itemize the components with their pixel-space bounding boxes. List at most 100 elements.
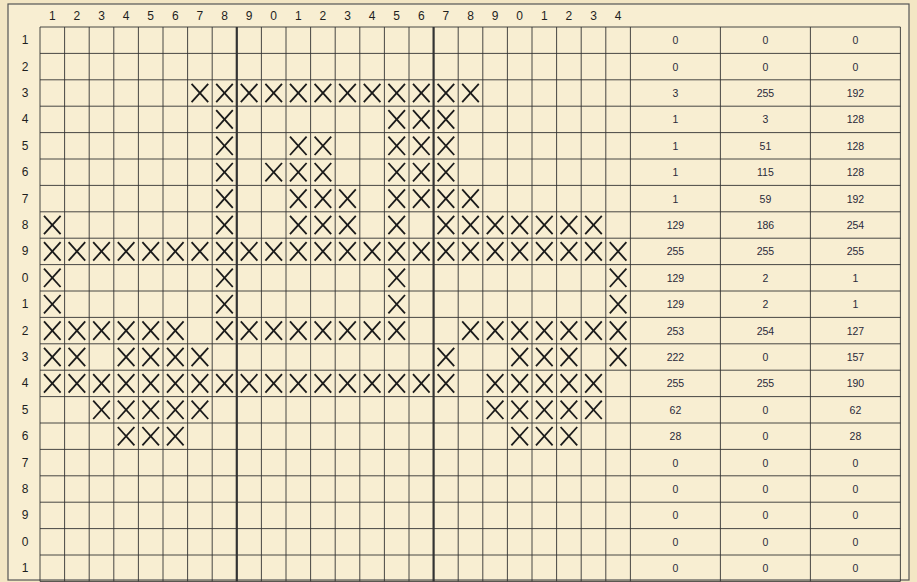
column-number: 3 xyxy=(98,10,105,22)
byte-value: 0 xyxy=(672,510,678,521)
cross-mark xyxy=(388,321,405,339)
grid-line xyxy=(40,502,900,503)
cross-mark xyxy=(192,242,209,260)
cross-mark xyxy=(413,137,430,155)
cross-mark xyxy=(364,374,381,392)
cross-mark xyxy=(413,189,430,207)
byte-value: 0 xyxy=(672,563,678,574)
byte-value: 254 xyxy=(757,325,775,336)
byte-value: 157 xyxy=(847,352,865,363)
grid-line xyxy=(458,27,459,581)
cross-mark xyxy=(241,84,258,102)
grid-line xyxy=(212,27,213,581)
cross-mark xyxy=(142,374,159,392)
cross-mark xyxy=(167,348,184,366)
byte-value: 0 xyxy=(762,61,768,72)
byte-value: 0 xyxy=(762,537,768,548)
cross-mark xyxy=(438,189,455,207)
cross-mark xyxy=(487,374,504,392)
grid-line xyxy=(40,449,900,450)
byte-value: 0 xyxy=(852,537,858,548)
cross-mark xyxy=(462,321,479,339)
cross-mark xyxy=(69,348,86,366)
grid-line xyxy=(40,291,900,292)
cross-mark xyxy=(69,374,86,392)
grid-line xyxy=(482,27,483,581)
cross-mark xyxy=(44,216,61,234)
cross-mark xyxy=(511,321,528,339)
grid-line xyxy=(605,27,606,581)
cross-mark xyxy=(339,242,356,260)
byte-value: 0 xyxy=(672,457,678,468)
cross-mark xyxy=(142,242,159,260)
cross-mark xyxy=(438,242,455,260)
grid-line xyxy=(40,370,900,371)
byte-value: 222 xyxy=(667,352,685,363)
cross-mark xyxy=(315,374,332,392)
cross-mark xyxy=(69,321,86,339)
grid-line xyxy=(507,27,508,581)
cross-mark xyxy=(118,427,135,445)
cross-mark xyxy=(462,84,479,102)
grid-line xyxy=(581,27,582,581)
byte-value: 1 xyxy=(672,141,678,152)
cross-mark xyxy=(290,163,307,181)
byte-value: 0 xyxy=(672,537,678,548)
byte-value: 2 xyxy=(762,299,768,310)
column-number: 2 xyxy=(320,10,327,22)
byte-value: 0 xyxy=(852,563,858,574)
byte-value: 0 xyxy=(672,35,678,46)
cross-mark xyxy=(339,216,356,234)
cross-mark xyxy=(585,321,602,339)
byte-value: 62 xyxy=(670,405,682,416)
cross-mark xyxy=(487,321,504,339)
byte-value: 255 xyxy=(757,88,775,99)
grid-line xyxy=(40,423,900,424)
cross-mark xyxy=(265,242,282,260)
cross-mark xyxy=(585,374,602,392)
cross-mark xyxy=(561,348,578,366)
grid-line xyxy=(40,132,900,133)
grid-line xyxy=(409,27,410,581)
byte-value: 253 xyxy=(667,325,685,336)
grid-line xyxy=(40,185,900,186)
cross-mark xyxy=(438,163,455,181)
byte-value: 192 xyxy=(847,193,865,204)
cross-mark xyxy=(118,401,135,419)
byte-value: 62 xyxy=(850,405,862,416)
byte-value: 0 xyxy=(762,510,768,521)
cross-mark xyxy=(511,242,528,260)
row-number: 8 xyxy=(22,483,29,495)
row-number: 4 xyxy=(22,377,29,389)
cross-mark xyxy=(216,163,233,181)
cross-mark xyxy=(315,163,332,181)
grid-line xyxy=(113,27,114,581)
column-number: 6 xyxy=(418,10,425,22)
cross-mark xyxy=(315,242,332,260)
cross-mark xyxy=(585,216,602,234)
grid-line xyxy=(384,27,385,581)
byte-value: 128 xyxy=(847,114,865,125)
row-number: 2 xyxy=(22,61,29,73)
cross-mark xyxy=(44,348,61,366)
byte-value: 1 xyxy=(672,167,678,178)
grid-line xyxy=(236,27,238,581)
cross-mark xyxy=(438,348,455,366)
cross-mark xyxy=(69,242,86,260)
cross-mark xyxy=(290,84,307,102)
byte-value: 28 xyxy=(850,431,862,442)
row-number: 3 xyxy=(22,87,29,99)
cross-mark xyxy=(388,163,405,181)
byte-value: 1 xyxy=(672,114,678,125)
cross-mark xyxy=(536,427,553,445)
cross-mark xyxy=(265,163,282,181)
cross-mark xyxy=(118,348,135,366)
cross-mark xyxy=(192,348,209,366)
cross-mark xyxy=(192,84,209,102)
byte-value: 255 xyxy=(667,378,685,389)
byte-value: 129 xyxy=(667,299,685,310)
cross-mark xyxy=(561,216,578,234)
cross-mark xyxy=(438,216,455,234)
cross-mark xyxy=(536,242,553,260)
